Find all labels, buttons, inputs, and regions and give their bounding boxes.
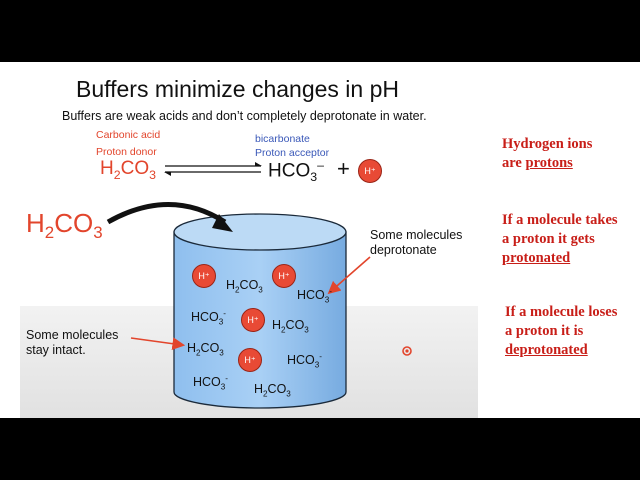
acid-role: Proton donor [96,146,157,158]
ion-4: H⁺ [238,348,262,372]
molecule-hco3-1: HCO3- [297,287,332,305]
pointer-arrow-deprotonate [327,256,371,295]
molecule-h2co3-1: H2CO3 [226,278,263,295]
ion-1: H⁺ [192,264,216,288]
big-acid-formula: H2CO3 [26,208,103,243]
slide-title: Buffers minimize changes in pH [76,76,399,102]
slide-subtitle: Buffers are weak acids and don’t complet… [62,109,427,123]
beaker-top [173,213,347,251]
molecule-h2co3-4: H2CO3 [254,382,291,399]
acid-formula: H2CO3 [100,158,156,182]
base-role: Proton acceptor [255,147,330,159]
base-name: bicarbonate [255,133,310,145]
acid-name: Carbonic acid [96,129,161,141]
molecule-h2co3-2: H2CO3 [272,318,309,335]
molecule-hco3-4: HCO3- [193,374,228,392]
pointer-arrow-intact [130,337,186,351]
molecule-hco3-2: HCO3- [191,309,226,327]
plus-sign: + [337,156,350,181]
proton-ion: H⁺ [358,159,382,183]
ion-2: H⁺ [272,264,296,288]
molecule-h2co3-3: H2CO3 [187,341,224,358]
slide: Buffers minimize changes in pH Buffers a… [0,62,640,418]
base-formula: HCO3– [268,158,324,185]
ion-3: H⁺ [241,308,265,332]
cursor-dot [402,346,412,356]
curved-arrow [106,202,227,225]
molecule-hco3-3: HCO3- [287,352,322,370]
